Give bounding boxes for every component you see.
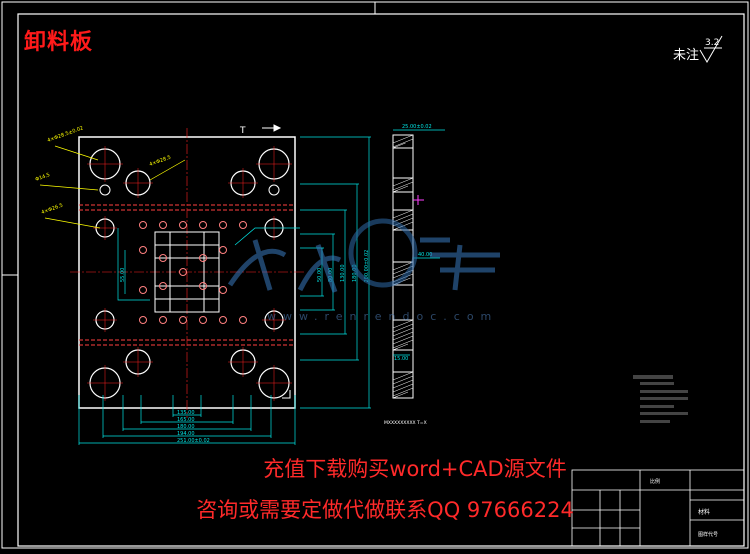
v-dim-text: 200.00±0.02 bbox=[364, 250, 370, 283]
hatch-line bbox=[392, 331, 414, 341]
svg-text:Φ14.5: Φ14.5 bbox=[35, 172, 51, 183]
hatch-line bbox=[392, 177, 414, 187]
pin-hole bbox=[219, 286, 227, 294]
cavity-insert-region bbox=[154, 231, 220, 313]
hatch-line bbox=[392, 387, 414, 397]
section-arrow: T bbox=[239, 124, 282, 136]
pin-hole bbox=[239, 316, 247, 324]
pin-hole bbox=[219, 221, 227, 229]
leader-lines bbox=[39, 145, 186, 229]
pin-hole bbox=[239, 221, 247, 229]
side-section-view bbox=[392, 134, 414, 399]
promo-line-1: 充值下载购买word+CAD源文件 bbox=[0, 453, 750, 483]
pin-hole bbox=[159, 316, 167, 324]
pin-hole bbox=[159, 254, 167, 262]
hatch-line bbox=[392, 181, 414, 191]
pin-hole bbox=[139, 221, 147, 229]
v-dim-text: 130.00 bbox=[340, 265, 346, 283]
h-dim-text: 135.00 bbox=[177, 410, 195, 416]
pin-hole bbox=[179, 221, 187, 229]
small-hole bbox=[268, 184, 280, 196]
hatch-line bbox=[392, 379, 414, 389]
h-dim-text: 194.00 bbox=[177, 431, 195, 437]
side-dim-top-text: 25.00±0.02 bbox=[402, 124, 432, 130]
hatch-line bbox=[392, 189, 399, 193]
v-dim-text-left: 55.00 bbox=[120, 268, 126, 282]
hatch-line bbox=[392, 209, 414, 219]
side-dim-bottom-text: 15.00 bbox=[394, 356, 408, 362]
scale-label: 比例 bbox=[650, 478, 660, 485]
pin-hole bbox=[139, 316, 147, 324]
pin-hole bbox=[139, 246, 147, 254]
pin-hole bbox=[219, 246, 227, 254]
promo-line-1-text: 充值下载购买word+CAD源文件 bbox=[263, 457, 567, 481]
title-block bbox=[571, 469, 745, 547]
hatch-line bbox=[392, 395, 399, 399]
part-code-label: 图样代号 bbox=[698, 531, 718, 538]
hatch-line bbox=[392, 138, 414, 148]
dimension-lines bbox=[78, 136, 371, 445]
hatch-line bbox=[392, 327, 414, 337]
svg-text:4×Φ26.5: 4×Φ26.5 bbox=[41, 203, 64, 216]
hatch-line bbox=[392, 347, 399, 351]
roughness-value: 3.2 bbox=[705, 38, 720, 48]
hatch-line bbox=[392, 383, 414, 393]
hatch-line bbox=[392, 323, 414, 333]
pin-hole bbox=[159, 282, 167, 290]
side-dim-mid-text: 40.00 bbox=[418, 252, 432, 258]
watermark-logo bbox=[227, 218, 500, 293]
pin-hole bbox=[199, 282, 207, 290]
promo-line-2[interactable]: 咨询或需要定做代做联系QQ 97666224 bbox=[0, 494, 750, 524]
side-view-label: MXXXXXXXXX T=X bbox=[384, 420, 427, 426]
insert-boundary bbox=[117, 228, 150, 301]
large-holes bbox=[87, 146, 292, 401]
material-label: 材料 bbox=[698, 508, 710, 516]
pin-hole bbox=[199, 254, 207, 262]
h-dim-text: 180.00 bbox=[177, 424, 195, 430]
hatch-line bbox=[392, 375, 414, 385]
svg-text:T: T bbox=[239, 126, 246, 136]
pin-hole bbox=[179, 268, 187, 276]
hatch-line bbox=[392, 146, 396, 149]
main-plate-view: T bbox=[70, 124, 305, 418]
roughness-symbol bbox=[699, 35, 723, 63]
small-hole bbox=[99, 184, 111, 196]
pin-hole bbox=[139, 286, 147, 294]
pin-hole bbox=[199, 316, 207, 324]
pin-hole bbox=[179, 316, 187, 324]
inner-frame bbox=[17, 13, 745, 547]
pin-hole bbox=[219, 316, 227, 324]
v-dim-text: 180.00 bbox=[352, 265, 358, 283]
h-dim-text: 165.00 bbox=[177, 417, 195, 423]
magenta-marker bbox=[413, 195, 424, 205]
technical-requirements bbox=[633, 375, 688, 423]
hatch-line bbox=[392, 213, 414, 223]
small-holes bbox=[99, 184, 280, 324]
hatch-line bbox=[392, 335, 414, 345]
insert-boundary-2 bbox=[234, 227, 300, 246]
hatch-line bbox=[392, 134, 414, 144]
hatch-line bbox=[392, 339, 414, 349]
hatch-line bbox=[392, 261, 414, 271]
leader-labels: 4×Φ28.5±0.02 Φ14.5 4×Φ26.5 4×Φ28.5 bbox=[35, 125, 172, 216]
svg-text:4×Φ28.5: 4×Φ28.5 bbox=[149, 155, 172, 168]
h-dim-text: 251.00±0.02 bbox=[177, 438, 210, 444]
promo-line-2-text: 咨询或需要定做代做联系QQ 97666224 bbox=[196, 498, 574, 522]
drawing-title: 卸料板 bbox=[24, 30, 94, 55]
corner-mark bbox=[282, 390, 291, 399]
pin-hole bbox=[159, 221, 167, 229]
hatch-line bbox=[392, 371, 414, 381]
hatch-line bbox=[392, 319, 414, 329]
unspecified-note: 未注 bbox=[673, 48, 700, 63]
watermark-url: www.renrendoc.com bbox=[267, 310, 499, 323]
v-dim-text: 50.00 bbox=[317, 268, 323, 282]
pin-hole bbox=[199, 221, 207, 229]
